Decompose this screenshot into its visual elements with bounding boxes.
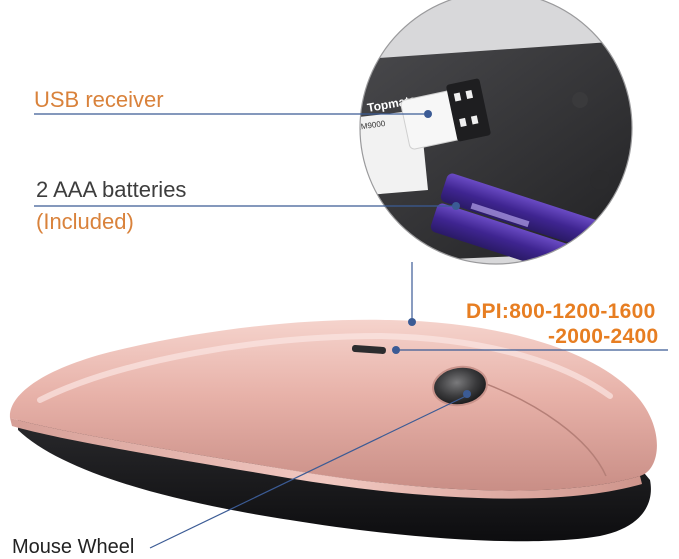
battery-callout-dot xyxy=(452,202,460,210)
batteries-label: 2 AAA batteries xyxy=(36,177,187,202)
batteries-included-label: (Included) xyxy=(36,209,134,234)
scroll-wheel xyxy=(433,366,487,406)
wheel-callout-dot xyxy=(463,390,471,398)
callout-lines xyxy=(34,110,668,549)
mouse-shell-highlight xyxy=(37,332,613,403)
wheel-callout-line xyxy=(149,395,467,549)
dpi-label-line2: -2000-2400 xyxy=(548,325,659,348)
mouse-rim xyxy=(10,418,642,499)
dpi-label-line1: DPI:800-1200-1600 xyxy=(466,300,656,323)
button-split-line xyxy=(469,377,607,477)
scroll-wheel-rim xyxy=(432,365,488,407)
mouse-wheel-label: Mouse Wheel xyxy=(12,536,135,558)
usb-receiver xyxy=(400,78,491,150)
wireless-mouse xyxy=(9,319,657,542)
usb-receiver-label: USB receiver xyxy=(34,87,164,112)
mouse-base xyxy=(18,412,651,542)
battery-compartment-inset: KM9000 Topmate xyxy=(359,0,633,265)
dpi-callout-dot xyxy=(392,346,400,354)
dpi-button xyxy=(351,345,386,354)
usb-callout-dot xyxy=(424,110,432,118)
mouse-shell xyxy=(9,319,657,491)
inset-connector-dot xyxy=(408,318,416,326)
